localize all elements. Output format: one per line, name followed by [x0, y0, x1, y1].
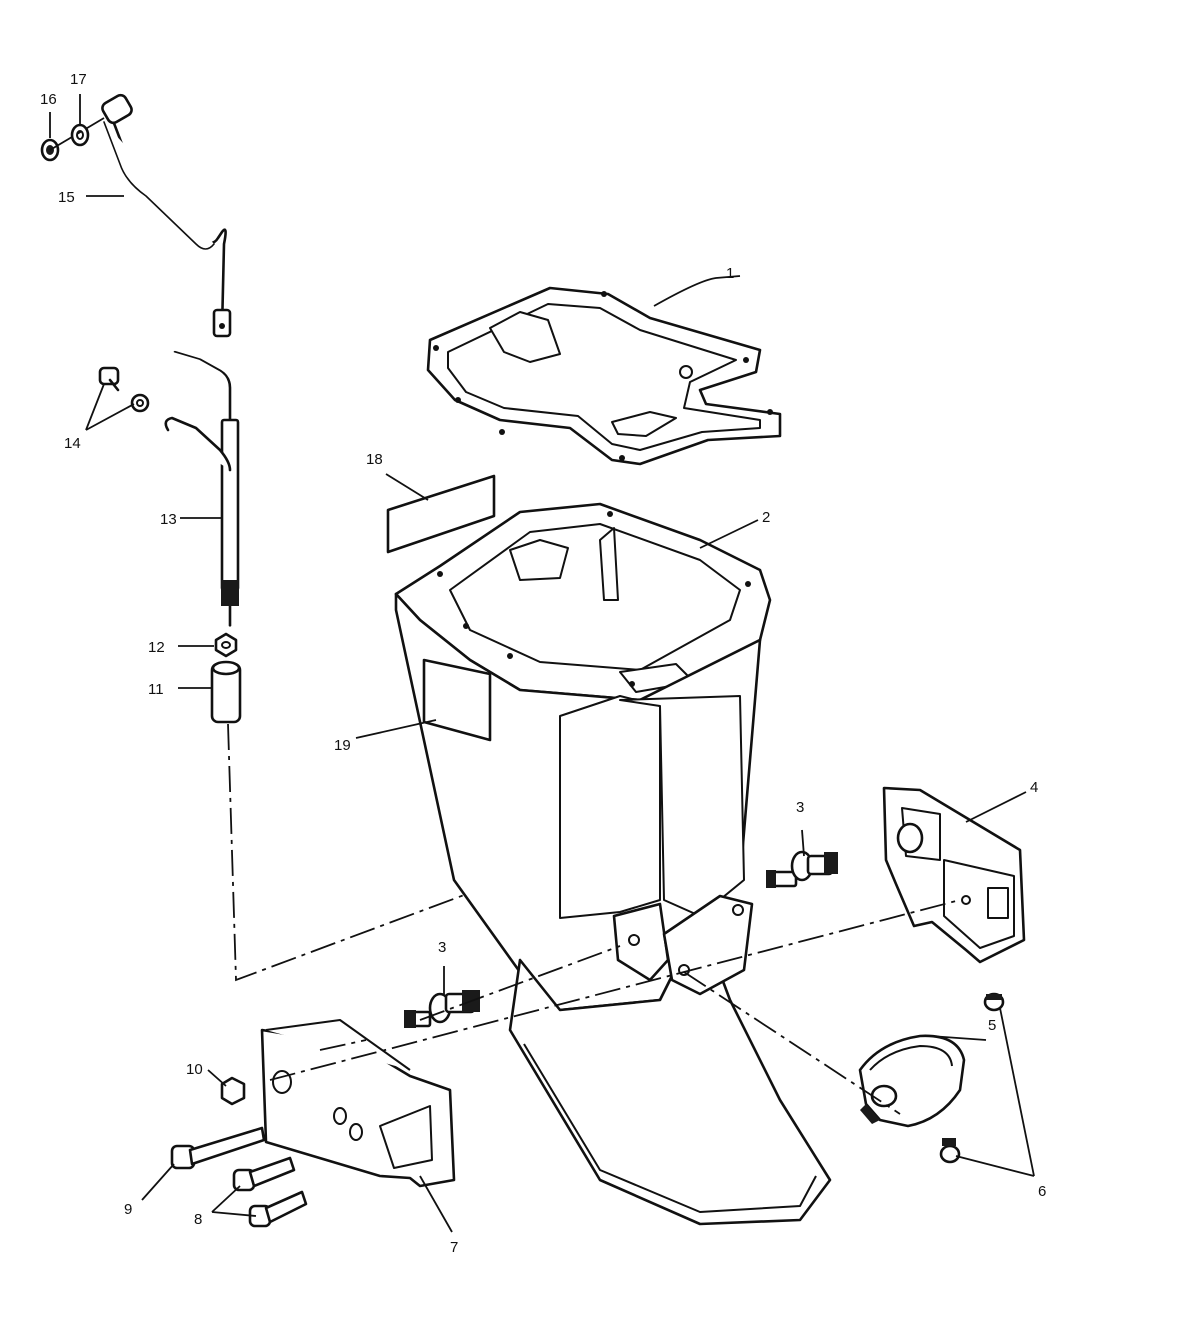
mount-stud-3-upper: [766, 850, 838, 888]
mount-bracket-4: [882, 786, 1026, 964]
shift-rod-lower: [164, 350, 240, 627]
driveshaft-housing-2: [394, 502, 832, 1226]
callout-5: 5: [988, 1017, 996, 1034]
callout-10: 10: [186, 1061, 203, 1078]
callout-9: 9: [124, 1201, 132, 1218]
screw-6-upper: [983, 992, 1005, 1012]
callout-11: 11: [148, 681, 164, 698]
callout-1: 1: [726, 265, 734, 282]
callout-16: 16: [40, 91, 57, 108]
nut-10: [220, 1076, 246, 1106]
callout-8: 8: [194, 1211, 202, 1228]
callout-19: 19: [334, 737, 351, 754]
washer-14: [130, 393, 150, 413]
callout-15: 15: [58, 189, 75, 206]
bolt-9: [170, 1126, 266, 1170]
callout-2: 2: [762, 509, 770, 526]
callout-4: 4: [1030, 779, 1038, 796]
washer-17: [70, 123, 90, 147]
screw-14: [98, 366, 120, 392]
decal-18: [386, 474, 496, 554]
callout-18: 18: [366, 451, 383, 468]
bolt-8-upper: [232, 1156, 296, 1192]
mount-stud-3-lower: [404, 990, 480, 1028]
shift-rod-upper: [101, 93, 232, 338]
nut-12: [214, 632, 238, 658]
bolt-8-lower: [248, 1190, 308, 1228]
callout-13: 13: [160, 511, 177, 528]
decal-19: [422, 658, 492, 742]
callout-12: 12: [148, 639, 165, 656]
cover-5: [858, 1034, 966, 1128]
gasket-1: [426, 286, 782, 466]
coupler-11: [210, 660, 242, 724]
callout-3-lower: 3: [438, 939, 446, 956]
callout-17: 17: [70, 71, 87, 88]
bracket-7: [260, 1019, 456, 1188]
callout-6: 6: [1038, 1183, 1046, 1200]
callout-3-upper: 3: [796, 799, 804, 816]
screw-6-lower: [939, 1138, 961, 1164]
callout-14: 14: [64, 435, 81, 452]
callout-7: 7: [450, 1239, 458, 1256]
